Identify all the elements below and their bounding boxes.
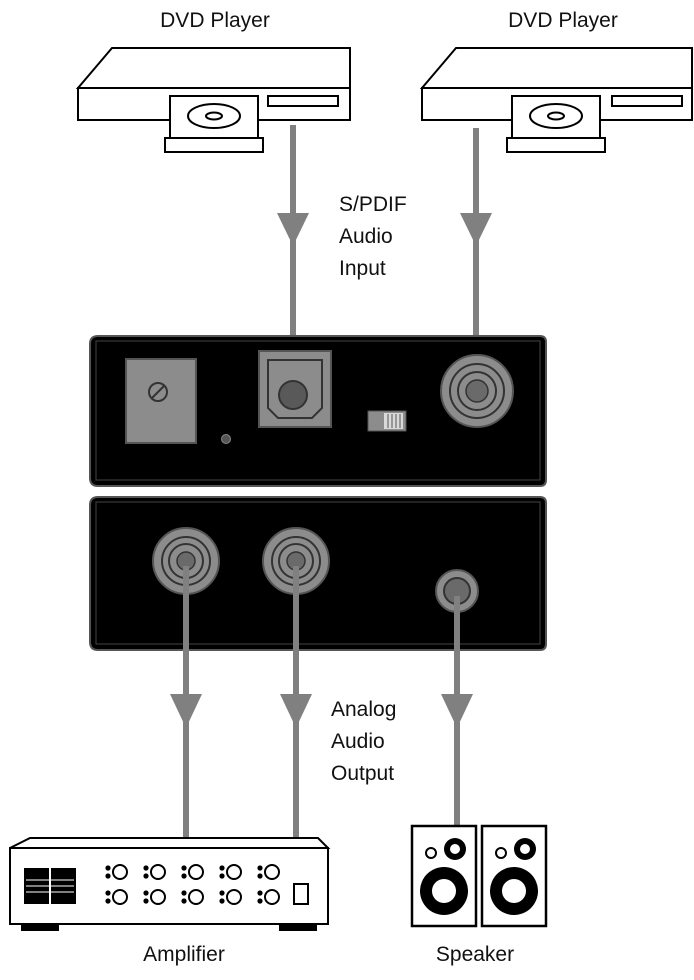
dvd-player-left-icon (75, 47, 351, 153)
converter-input-panel (89, 335, 547, 487)
coax-arrow-icon (460, 213, 492, 246)
amplifier-jack-icon (143, 889, 166, 905)
spdif-input-label-line2: Audio (339, 225, 393, 248)
amplifier-jack-icon (105, 889, 128, 905)
amplifier-jack-icon (143, 864, 166, 880)
amplifier-jack-icon (219, 864, 242, 880)
analog-output-label-line3: Output (331, 762, 395, 785)
coaxial-input-port-icon (440, 354, 514, 428)
dvd-player-right-icon (419, 47, 693, 153)
output-arrows (170, 694, 473, 728)
led-indicator-icon (221, 434, 231, 444)
dvd-player-right-label: DVD Player (508, 9, 618, 32)
selector-switch-icon (367, 410, 407, 432)
speaker-right-icon (480, 824, 548, 928)
amplifier-label: Amplifier (143, 943, 225, 966)
amplifier-jack-icon (181, 864, 204, 880)
spdif-input-label-line3: Input (339, 257, 386, 280)
converter-output-panel (89, 496, 547, 651)
speaker-arrow-icon (441, 694, 473, 728)
amplifier-jack-icon (219, 889, 242, 905)
headphone-output-port-icon (435, 569, 479, 613)
speaker-left-icon (410, 824, 478, 928)
dvd-player-left-label: DVD Player (160, 9, 270, 32)
amplifier-jacks (105, 864, 280, 905)
analog-output-label-line2: Audio (331, 730, 385, 753)
amplifier-jack-icon (181, 889, 204, 905)
rca-left-arrow-icon (170, 694, 202, 728)
amplifier-icon (9, 837, 331, 931)
spdif-arrow-icon (277, 213, 309, 246)
analog-output-label-line1: Analog (331, 698, 397, 721)
amplifier-jack-icon (105, 864, 128, 880)
spdif-input-label-line1: S/PDIF (339, 193, 407, 216)
amplifier-jack-icon (257, 864, 280, 880)
input-arrows (277, 213, 492, 246)
amplifier-jack-icon (257, 889, 280, 905)
speaker-label: Speaker (435, 943, 515, 966)
rca-right-arrow-icon (280, 694, 312, 728)
